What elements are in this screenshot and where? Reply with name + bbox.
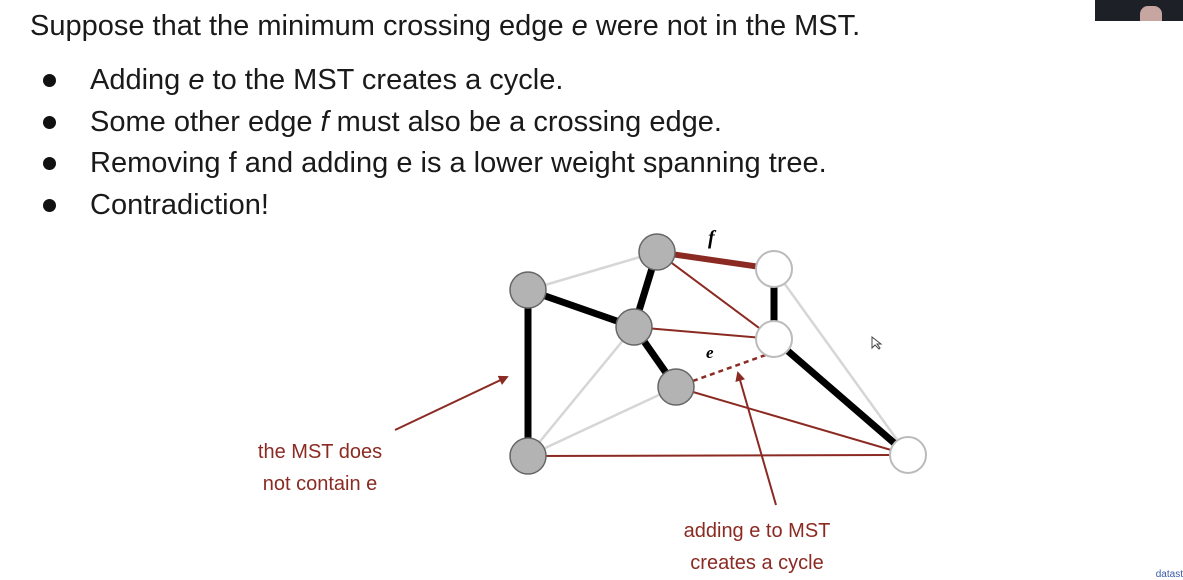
mst-edges [524, 250, 911, 458]
white-nodes [755, 250, 927, 474]
arrow-bottom [735, 371, 777, 506]
bullet-item: Adding e to the MST creates a cycle. [40, 60, 827, 102]
gray-nodes [509, 233, 695, 475]
crossing-edges [527, 251, 909, 457]
bullet-item: Some other edge f must also be a crossin… [40, 102, 827, 144]
label-e: e [706, 343, 714, 362]
bullet-item: Contradiction! [40, 185, 827, 227]
webcam-thumbnail [1095, 0, 1183, 21]
bullet-list: Adding e to the MST creates a cycle. Som… [40, 60, 827, 226]
label-f: f [708, 227, 717, 249]
edge-f [656, 249, 775, 272]
non-tree-edges [527, 250, 910, 458]
cursor-icon [871, 335, 883, 350]
slide-title: Suppose that the minimum crossing edge e… [30, 10, 861, 42]
bullet-item: Removing f and adding e is a lower weigh… [40, 143, 827, 185]
arrow-left [394, 375, 509, 431]
footer-text: datast [1155, 569, 1183, 580]
